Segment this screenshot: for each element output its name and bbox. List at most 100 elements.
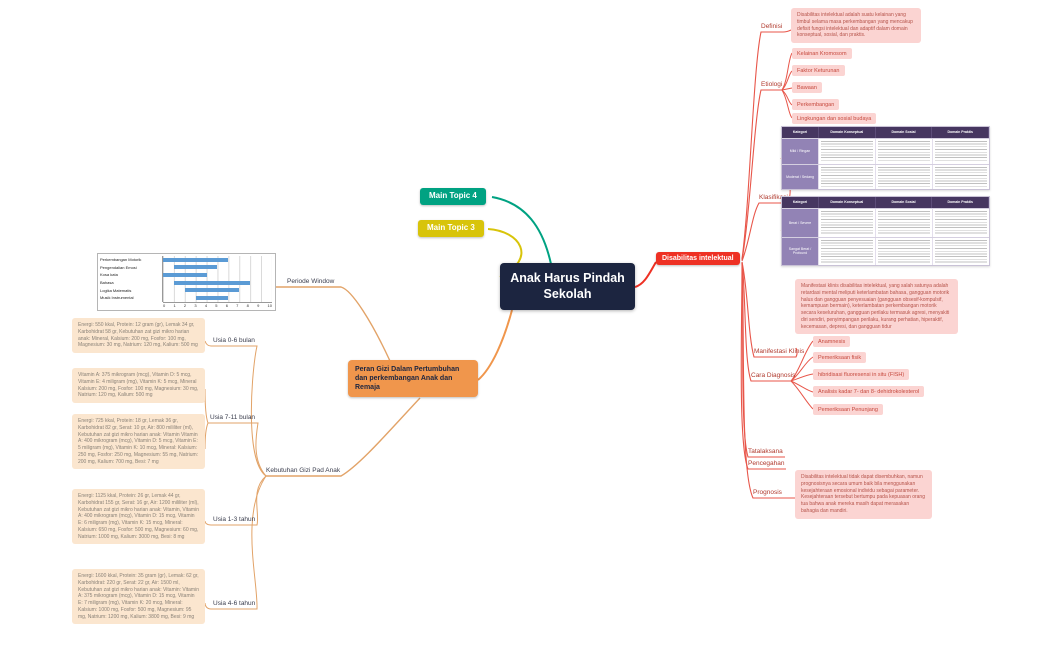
connector-path [741, 261, 791, 382]
klasifikasi-table-1[interactable]: Kategori Domain Konseptual Domain Sosial… [781, 126, 990, 190]
gantt-row-label: Musik Instrumental [100, 295, 134, 301]
gantt-bar [184, 288, 240, 293]
table-header-cell: Domain Sosial [876, 197, 933, 208]
table-text-cell [818, 237, 875, 265]
gantt-row: Pengendalian Emosi [100, 263, 272, 272]
prognosis-note[interactable]: Disabilitas intelektual tidak dapat dise… [795, 470, 932, 519]
etiologi-item-keturunan[interactable]: Faktor Keturunan [792, 65, 845, 77]
table-text-cell [875, 139, 932, 164]
gantt-row-label: Perkembangan Motorik [100, 257, 142, 263]
connector-path [790, 380, 814, 410]
definisi-label[interactable]: Definisi [761, 23, 783, 30]
gantt-row-plot [162, 271, 272, 279]
pencegahan-label[interactable]: Pencegahan [748, 460, 785, 467]
table-text-cell [818, 209, 875, 237]
gantt-tick-label: 10 [267, 303, 272, 309]
table-row: Mild / Ringan [782, 138, 989, 164]
gantt-bar [195, 295, 229, 300]
table-category-cell: Sangat Berat / Profound [782, 237, 818, 265]
table-text-cell [875, 237, 932, 265]
connector-path [781, 89, 793, 119]
note-usia-7-11-vitamin[interactable]: Vitamin A: 375 mikrogram (mcg), Vitamin … [72, 368, 205, 403]
diagnosis-item-fisik[interactable]: Pemeriksaan fisik [813, 352, 867, 364]
connector-path [790, 380, 814, 393]
table-header-cell: Domain Praktis [932, 197, 990, 208]
manifestasi-note[interactable]: Manifestasi klinis disabilitas intelektu… [795, 279, 958, 335]
table-header-cell: Domain Praktis [932, 127, 990, 138]
connector-path [276, 286, 391, 362]
usia-1-3-label[interactable]: Usia 1-3 tahun [213, 516, 256, 523]
gantt-bar [173, 265, 218, 270]
table-header-cell: Kategori [782, 127, 819, 138]
connector-path [741, 262, 785, 458]
connector-path [204, 388, 209, 424]
note-usia-0-6[interactable]: Energi: 550 kkal, Protein: 12 gram (gr),… [72, 318, 205, 353]
gantt-tick-label: 1 [173, 303, 176, 309]
table-text-cell [932, 139, 989, 164]
usia-0-6-label[interactable]: Usia 0-6 bulan [213, 337, 255, 344]
manifestasi-klinis-label[interactable]: Manifestasi Klinis [754, 348, 805, 355]
usia-4-6-label[interactable]: Usia 4-6 tahun [213, 600, 256, 607]
tatalaksana-label[interactable]: Tatalaksana [748, 448, 783, 455]
central-topic[interactable]: Anak Harus Pindah Sekolah [500, 263, 635, 311]
connector-path [634, 261, 657, 288]
connector-path [208, 422, 267, 477]
kebutuhan-gizi-label[interactable]: Kebutuhan Gizi Pad Anak [266, 467, 341, 474]
main-topic-4-node[interactable]: Main Topic 4 [420, 188, 486, 205]
connector-path [741, 261, 798, 358]
etiologi-label[interactable]: Etiologi [761, 81, 783, 88]
definisi-note[interactable]: Disabilitas intelektual adalah suatu kel… [791, 8, 921, 43]
diagnosis-item-fish[interactable]: hibridisasi fluoresensi in situ (FISH) [813, 369, 910, 381]
table-header-cell: Domain Konseptual [819, 197, 876, 208]
etiologi-item-lingkungan[interactable]: Lingkungan dan sosial budaya [792, 113, 877, 125]
connector-path [204, 340, 267, 477]
diagnosis-item-penunjang[interactable]: Pemeriksaan Penunjang [813, 404, 883, 416]
gantt-row-plot [162, 263, 272, 272]
table-text-cell [818, 164, 875, 189]
gantt-row: Kosa kata [100, 271, 272, 279]
diagnosis-item-anamnesis[interactable]: Anamnesis [813, 336, 851, 348]
connector-path [204, 475, 267, 610]
branch-disabilitas-node[interactable]: Disabilitas intelektual [656, 252, 740, 265]
table-text-cell [932, 164, 989, 189]
gantt-row: Musik Instrumental [100, 293, 272, 302]
klasifikasi-table-2[interactable]: Kategori Domain Konseptual Domain Sosial… [781, 196, 990, 266]
gantt-row: Logika Matematis [100, 286, 272, 294]
prognosis-label[interactable]: Prognosis [753, 489, 782, 496]
etiologi-item-bawaan[interactable]: Bawaan [792, 82, 822, 94]
etiologi-item-perkembangan[interactable]: Perkembangan [792, 99, 840, 111]
gantt-tick-label: 9 [257, 303, 260, 309]
cara-diagnosis-label[interactable]: Cara Diagnosis [751, 372, 796, 379]
gantt-tick-label: 7 [236, 303, 239, 309]
table-text-cell [818, 139, 875, 164]
note-usia-4-6[interactable]: Energi: 1600 kkal, Protein: 35 gram (gr)… [72, 569, 205, 625]
klasifikasi-label[interactable]: Klasifikasi [759, 194, 788, 201]
connector-path [740, 262, 786, 470]
note-usia-7-11-energi[interactable]: Energi: 725 kkal, Protein: 18 gr, Lemak … [72, 414, 205, 470]
table-text-cell [932, 209, 989, 237]
gantt-row-label: Kosa kata [100, 272, 118, 278]
usia-7-11-label[interactable]: Usia 7-11 bulan [210, 414, 256, 421]
connector-path [781, 89, 793, 106]
diagnosis-item-dehidrokolesterol[interactable]: Analisis kadar 7- dan 8- dehidrokolester… [813, 386, 925, 398]
gantt-tick-label: 6 [225, 303, 228, 309]
gantt-tick-label: 2 [183, 303, 187, 309]
table-row: Sangat Berat / Profound [782, 236, 989, 265]
periode-window-label[interactable]: Periode Window [287, 278, 335, 285]
main-topic-3-node[interactable]: Main Topic 3 [418, 220, 484, 237]
gantt-tick-label: 0 [163, 303, 166, 309]
table-row: Moderat / Sedang [782, 163, 989, 189]
note-usia-1-3[interactable]: Energi: 1125 kkal, Protein: 26 gr, Lemak… [72, 489, 205, 545]
table-header-cell: Domain Konseptual [819, 127, 876, 138]
table-category-cell: Mild / Ringan [782, 139, 818, 164]
gantt-row: Perkembangan Motorik [100, 256, 272, 264]
gantt-row-plot [162, 278, 272, 287]
branch-gizi-node[interactable]: Peran Gizi Dalam Pertumbuhan dan perkemb… [348, 360, 478, 398]
table-text-cell [932, 237, 989, 265]
gantt-tick-label: 5 [215, 303, 218, 309]
connector-path [781, 52, 793, 91]
etiologi-item-kromosom[interactable]: Kelainan Kromosom [792, 48, 852, 60]
